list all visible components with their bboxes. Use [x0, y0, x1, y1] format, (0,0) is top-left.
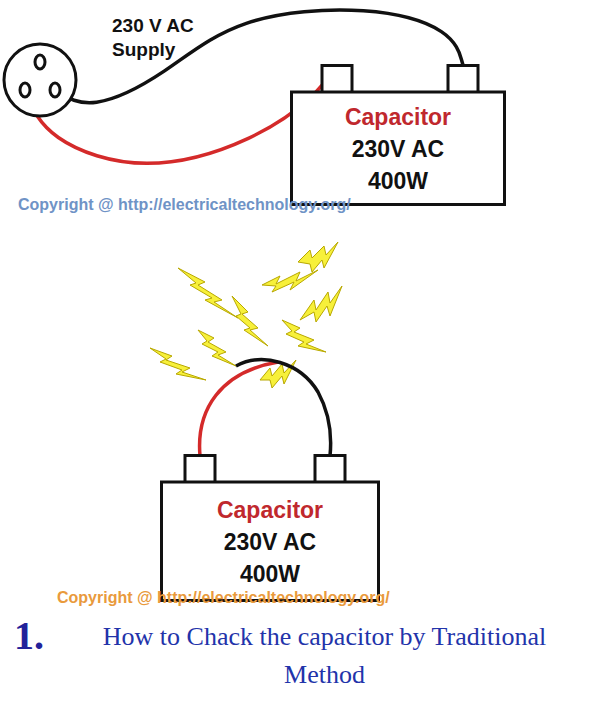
step-number: 1. — [14, 612, 44, 659]
supply-label: 230 V AC Supply — [112, 14, 196, 62]
caption: How to Chack the capacitor by Traditiona… — [62, 618, 587, 694]
capacitor-box: Capacitor230V AC400W — [290, 64, 506, 206]
copyright-note: Copyright @ http://electricaltechnology.… — [18, 196, 351, 214]
rating-text: 230V AC — [224, 526, 316, 558]
power-socket: 230 V AC Supply — [2, 14, 202, 124]
component-name: Capacitor — [217, 494, 323, 526]
copyright-note: Copyright @ http://electricaltechnology.… — [57, 589, 390, 607]
red-wire — [200, 362, 278, 456]
rating-text: 400W — [368, 165, 428, 197]
capacitor-box: Capacitor230V AC400W — [160, 454, 380, 602]
spark-symbols — [150, 242, 342, 388]
rating-text: 400W — [240, 558, 300, 590]
supply-wire — [55, 10, 463, 103]
black-wire — [236, 360, 331, 456]
component-name: Capacitor — [345, 101, 451, 133]
rating-text: 230V AC — [352, 133, 444, 165]
